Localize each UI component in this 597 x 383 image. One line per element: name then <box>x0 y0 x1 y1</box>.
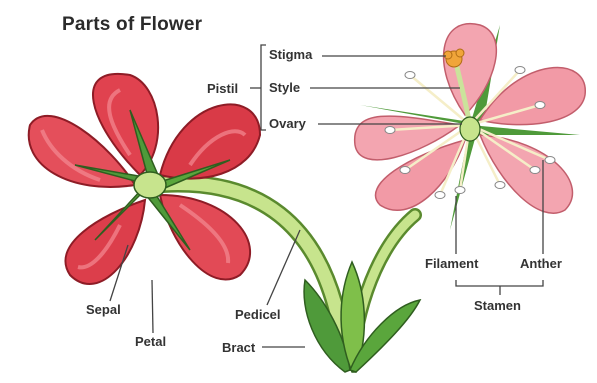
red-petal <box>160 195 250 280</box>
ovary <box>460 117 480 141</box>
receptacle <box>134 172 166 198</box>
red-flower <box>29 74 260 284</box>
stamen-bracket <box>456 280 543 286</box>
label-pistil: Pistil <box>207 81 238 96</box>
pink-flower <box>355 24 586 230</box>
label-pedicel: Pedicel <box>235 307 281 322</box>
pistil-bracket <box>261 45 266 130</box>
label-stigma: Stigma <box>269 47 312 62</box>
label-sepal: Sepal <box>86 302 121 317</box>
label-anther: Anther <box>520 256 562 271</box>
label-filament: Filament <box>425 256 478 271</box>
red-petal <box>65 200 145 284</box>
page-title: Parts of Flower <box>62 14 202 36</box>
label-petal: Petal <box>135 334 166 349</box>
label-style: Style <box>269 80 300 95</box>
pink-petal <box>444 24 497 115</box>
label-bract: Bract <box>222 340 255 355</box>
label-ovary: Ovary <box>269 116 306 131</box>
label-stamen: Stamen <box>474 298 521 313</box>
